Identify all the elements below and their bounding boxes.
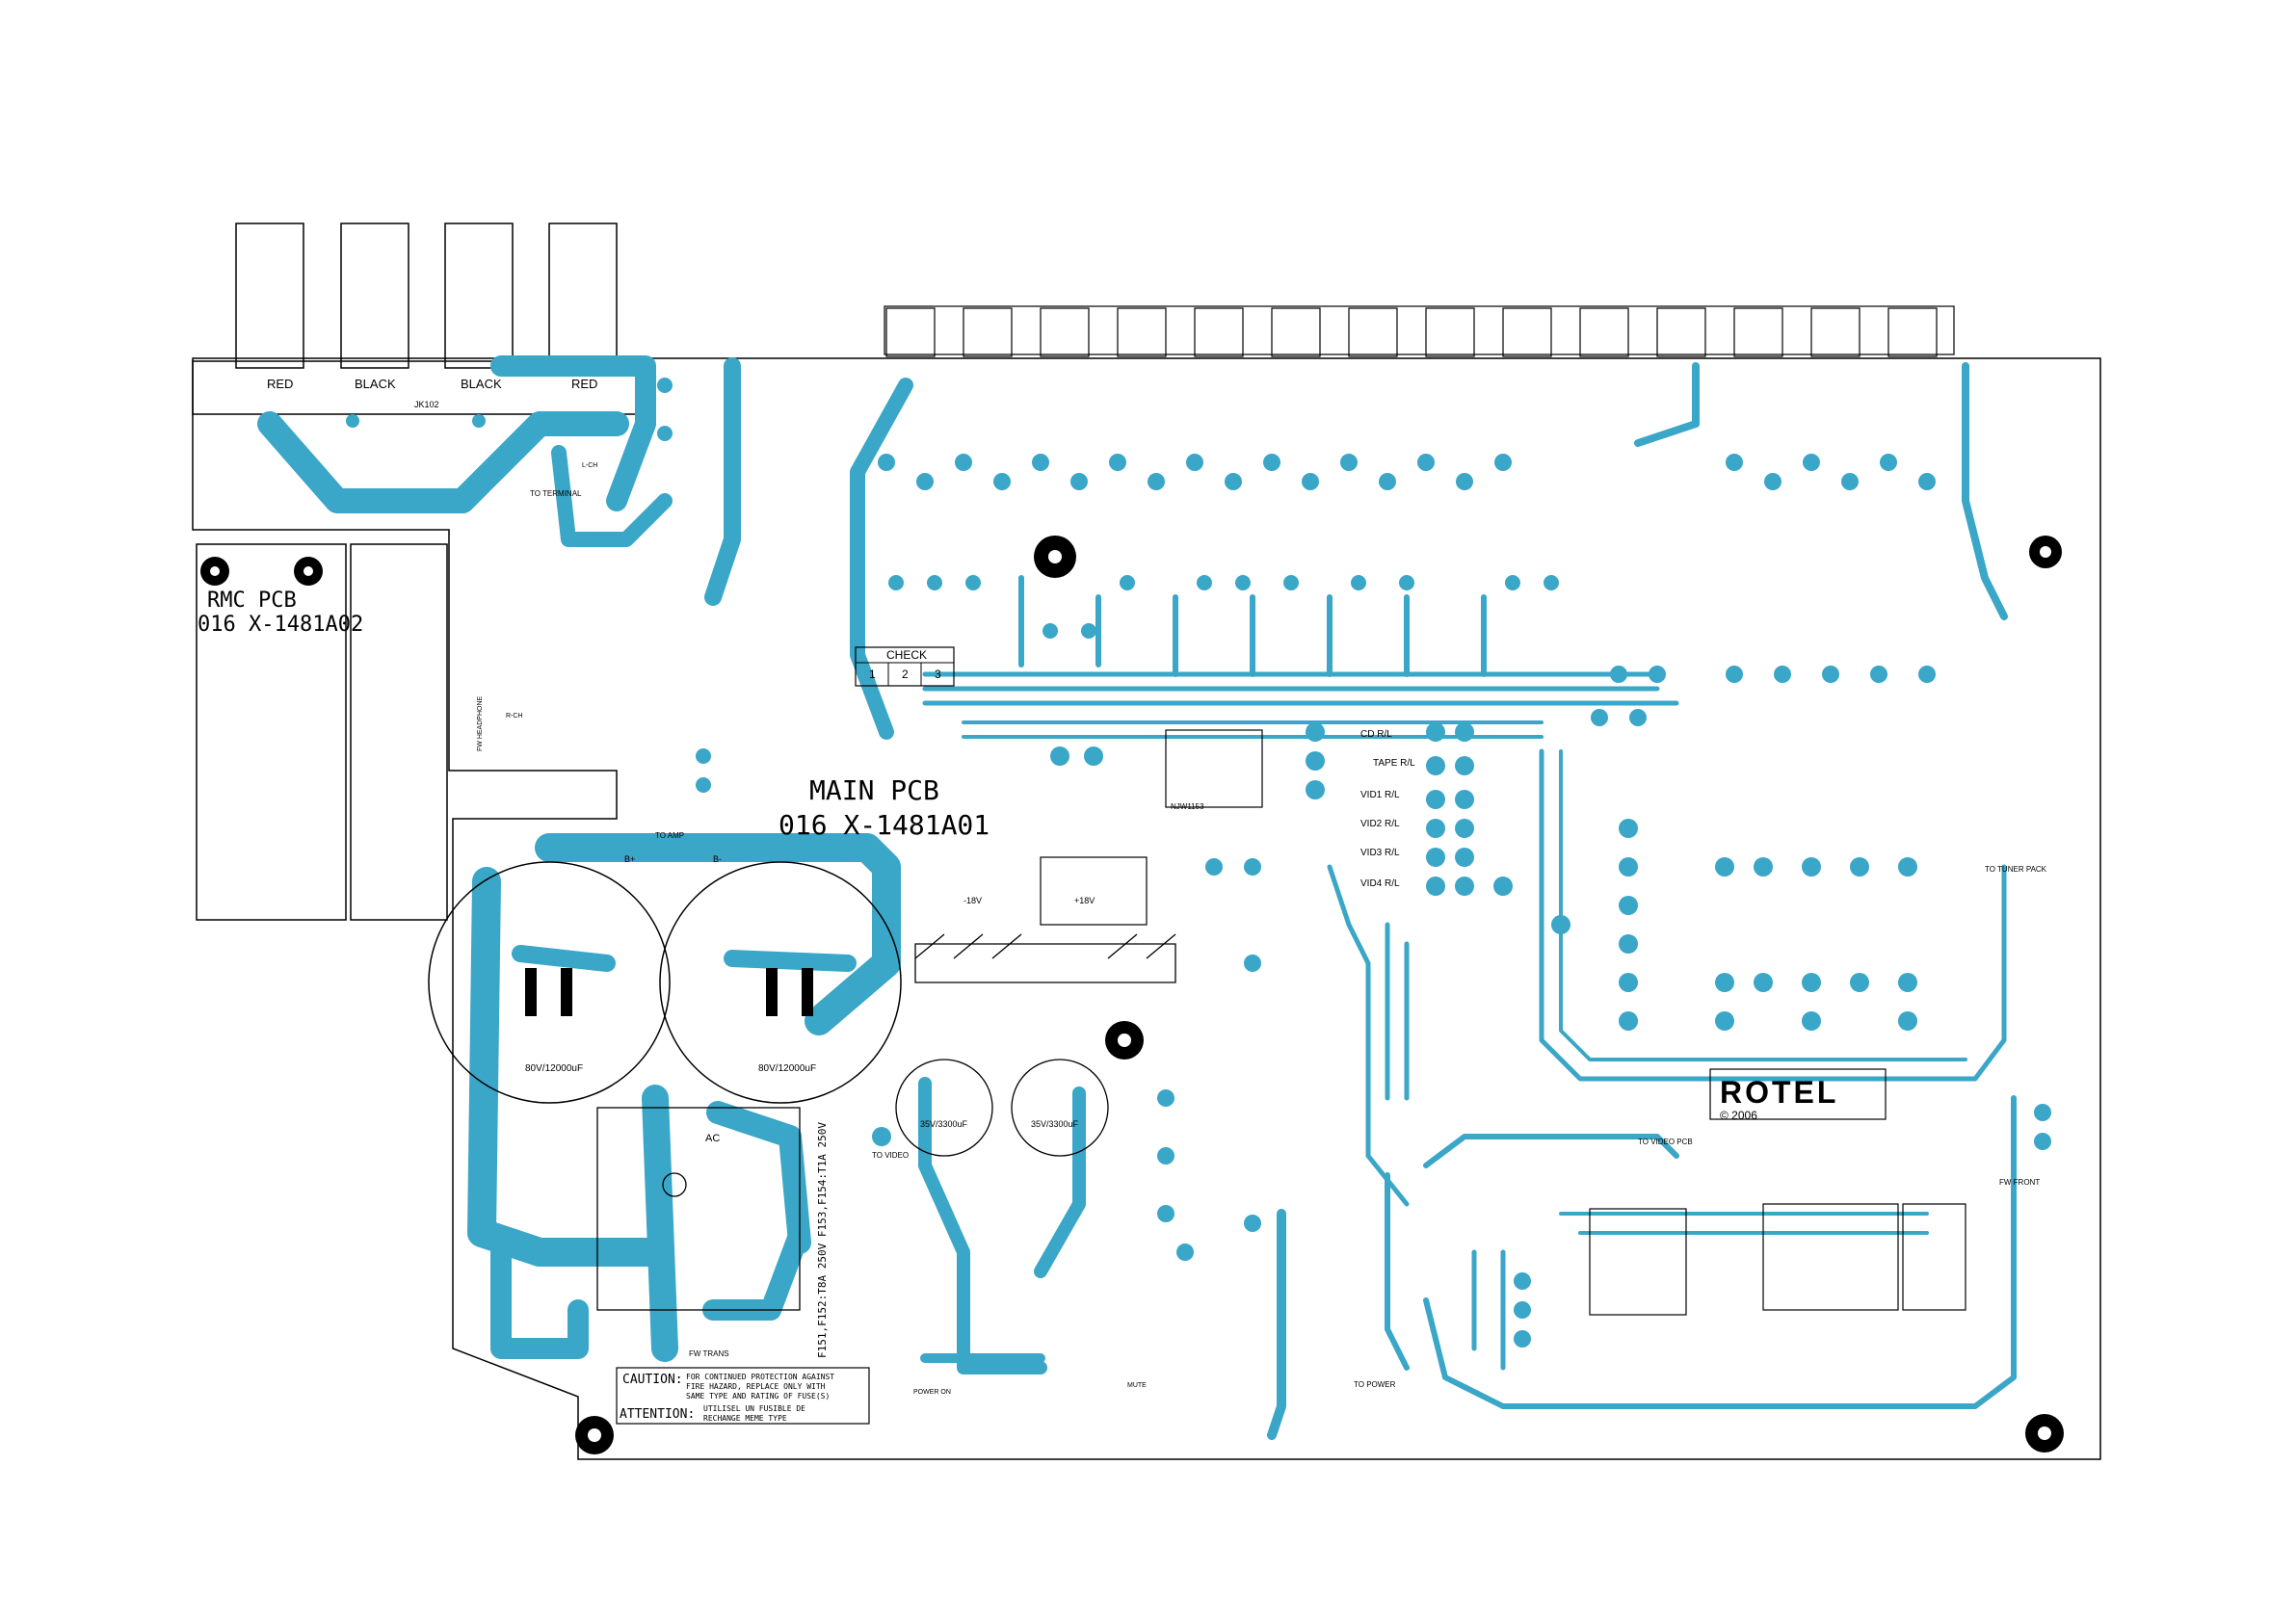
copyright-text: © 2006 (1720, 1109, 1757, 1122)
caution-line-1: FOR CONTINUED PROTECTION AGAINST (686, 1373, 834, 1381)
cap-left-value: 80V/12000uF (525, 1063, 583, 1074)
tape-input-label: TAPE R/L (1373, 758, 1415, 769)
check-cell-1: 1 (869, 668, 876, 681)
rmc-pcb-title: RMC PCB 016 X-1481A02 (198, 589, 363, 637)
to-tuner-pack-label: TO TUNER PACK (1985, 865, 2047, 874)
fw-front-label: FW FRONT (1999, 1178, 2040, 1187)
fuse-rating-label: F151,F152:T8A 250V F153,F154:T1A 250V (816, 1122, 829, 1358)
rca-jack-row (884, 305, 1955, 357)
b-plus-label: B+ (624, 854, 635, 864)
vid3-input-label: VID3 R/L (1360, 848, 1400, 858)
to-video-label: TO VIDEO (872, 1151, 909, 1160)
caution-line-3: SAME TYPE AND RATING OF FUSE(S) (686, 1392, 830, 1400)
bridge-rectifier (596, 933, 1176, 1311)
capacitor-labels: 80V/12000uF 80V/12000uF 35V/3300uF 35V/3… (525, 1063, 1079, 1129)
minus-18v-label: -18V (963, 896, 982, 905)
component-pads (346, 378, 2051, 1348)
main-pcb-title: MAIN PCB 016 X-1481A01 (779, 774, 990, 841)
main-pcb-line1: MAIN PCB (809, 774, 939, 806)
rmc-pcb-line2: 016 X-1481A02 (198, 613, 363, 637)
terminal-ref: JK102 (414, 400, 439, 409)
plus-18v-label: +18V (1074, 896, 1095, 905)
terminal-label-3: BLACK (461, 377, 502, 391)
caution-line-2: FIRE HAZARD, REPLACE ONLY WITH (686, 1382, 826, 1391)
rotel-logo: ROTEL © 2006 (1709, 1068, 1887, 1122)
to-video-pcb-label: TO VIDEO PCB (1638, 1138, 1693, 1146)
ac-label: AC (705, 1133, 720, 1144)
vid1-input-label: VID1 R/L (1360, 790, 1400, 800)
silkscreen-labels: TO TERMINAL TO AMP B+ B- FW TRANS AC TO … (477, 462, 2047, 1396)
terminal-label-2: BLACK (355, 377, 396, 391)
check-cell-2: 2 (902, 668, 909, 681)
cd-input-label: CD R/L (1360, 729, 1392, 740)
check-title: CHECK (886, 648, 927, 662)
fw-headphone-label: FW HEADPHONE (477, 696, 484, 752)
mounting-holes (200, 536, 2064, 1454)
b-minus-label: B- (713, 854, 722, 864)
terminal-label-4: RED (571, 377, 597, 391)
caution-title: CAUTION: (622, 1373, 683, 1387)
speaker-terminal-labels: RED BLACK BLACK RED JK102 (267, 377, 597, 409)
l-ch-label: L-CH (582, 462, 597, 469)
main-pcb-line2: 016 X-1481A01 (779, 809, 990, 841)
fw-trans-label: FW TRANS (689, 1349, 729, 1358)
cap-small-right-value: 35V/3300uF (1031, 1119, 1079, 1129)
terminal-label-1: RED (267, 377, 293, 391)
board-outline (192, 357, 2101, 1460)
vid4-input-label: VID4 R/L (1360, 878, 1400, 889)
cap-small-left-value: 35V/3300uF (920, 1119, 968, 1129)
filter-capacitors (428, 861, 1109, 1157)
speaker-terminals (192, 223, 647, 415)
attention-title: ATTENTION: (620, 1407, 695, 1422)
vid2-input-label: VID2 R/L (1360, 819, 1400, 829)
check-box: CHECK 1 2 3 (855, 646, 955, 687)
rmc-pcb-line1: RMC PCB (207, 589, 297, 613)
cap-right-value: 80V/12000uF (758, 1063, 816, 1074)
check-cell-3: 3 (935, 668, 941, 681)
power-on-label: POWER ON (913, 1389, 951, 1396)
to-amp-label: TO AMP (655, 831, 684, 840)
attention-line-1: UTILISEL UN FUSIBLE DE (703, 1404, 805, 1413)
attention-line-2: RECHANGE MEME TYPE (703, 1414, 787, 1423)
rotel-wordmark: ROTEL (1720, 1075, 1838, 1110)
copper-traces (257, 355, 2017, 1440)
ic-ref-label: NJW1153 (1171, 802, 1204, 811)
mute-label: MUTE (1127, 1382, 1147, 1389)
ic-outlines (1040, 729, 1966, 1316)
caution-box: CAUTION: FOR CONTINUED PROTECTION AGAINS… (616, 1367, 870, 1425)
to-terminal-label: TO TERMINAL (530, 489, 582, 498)
to-power-label: TO POWER (1354, 1380, 1396, 1389)
r-ch-label: R-CH (506, 713, 523, 720)
